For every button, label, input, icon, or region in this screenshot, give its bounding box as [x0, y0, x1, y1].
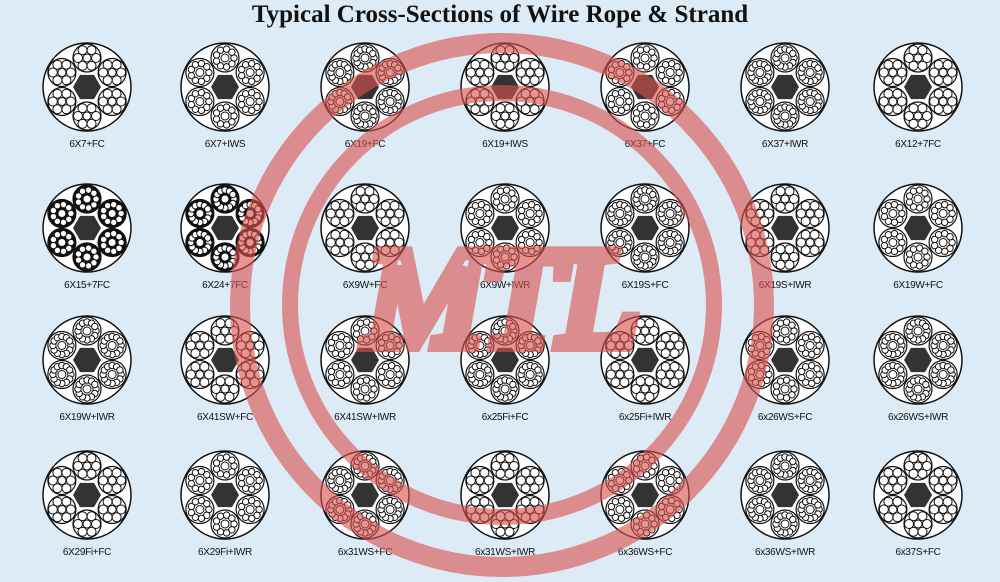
rope-cross-section: 6x26WS+IWR [848, 314, 988, 423]
rope-cross-section: 6X19S+IWR [715, 182, 855, 291]
rope-cross-section: 6x31WS+FC [295, 449, 435, 558]
rope-label: 6x36WS+IWR [754, 547, 816, 558]
rope-cross-section: 6X29Fi+FC [17, 449, 157, 558]
rope-cross-section: 6X24+7FC [155, 182, 295, 291]
rope-cross-section: 6x25Fi+FC [435, 314, 575, 423]
rope-cross-section: 6X19W+IWR [17, 314, 157, 423]
rope-label: 6x26WS+FC [757, 412, 813, 423]
rope-cross-section: 6x36WS+IWR [715, 449, 855, 558]
rope-diagram [460, 315, 550, 405]
rope-cross-section: 6X41SW+IWR [295, 314, 435, 423]
rope-diagram [180, 315, 270, 405]
rope-diagram [42, 42, 132, 132]
rope-diagram [180, 183, 270, 273]
rope-label: 6X19W+IWR [59, 412, 115, 423]
rope-diagram [740, 450, 830, 540]
rope-diagram [320, 42, 410, 132]
rope-label: 6X12+7FC [895, 139, 941, 150]
rope-diagram [873, 450, 963, 540]
rope-label: 6X19+IWS [482, 139, 528, 150]
rope-cross-section: 6X9W+FC [295, 182, 435, 291]
rope-label: 6X41SW+IWR [334, 412, 396, 423]
rope-diagram [873, 315, 963, 405]
rope-label: 6x37S+FC [895, 547, 941, 558]
rope-diagram [42, 450, 132, 540]
rope-label: 6X9W+FC [342, 280, 388, 291]
rope-diagram [600, 315, 690, 405]
rope-diagram [600, 42, 690, 132]
rope-diagram [600, 450, 690, 540]
rope-cross-section: 6X15+7FC [17, 182, 157, 291]
rope-cross-section: 6x37S+FC [848, 449, 988, 558]
rope-label: 6X19W+FC [893, 280, 943, 291]
rope-diagram [320, 183, 410, 273]
rope-cross-section: 6x25Fi+IWR [575, 314, 715, 423]
rope-diagram [42, 315, 132, 405]
rope-cross-section: 6X12+7FC [848, 41, 988, 150]
rope-diagram [460, 450, 550, 540]
rope-diagram [460, 183, 550, 273]
rope-cross-section: 6X37+FC [575, 41, 715, 150]
page-title: Typical Cross-Sections of Wire Rope & St… [251, 1, 749, 28]
rope-diagram [460, 42, 550, 132]
rope-cross-section: 6x26WS+FC [715, 314, 855, 423]
rope-label: 6X24+7FC [202, 280, 248, 291]
rope-cross-section: 6X7+FC [17, 41, 157, 150]
rope-cross-section: 6X19+FC [295, 41, 435, 150]
rope-diagram [740, 315, 830, 405]
rope-cross-section: 6X19+IWS [435, 41, 575, 150]
rope-cross-section: 6X41SW+FC [155, 314, 295, 423]
rope-cross-section: 6X29Fi+IWR [155, 449, 295, 558]
rope-cross-section: 6x31WS+IWR [435, 449, 575, 558]
rope-diagram [320, 450, 410, 540]
rope-diagram [873, 183, 963, 273]
rope-cross-section: 6X19S+FC [575, 182, 715, 291]
rope-label: 6x25Fi+IWR [618, 412, 672, 423]
rope-label: 6X41SW+FC [197, 412, 253, 423]
rope-cross-section: 6X7+IWS [155, 41, 295, 150]
rope-label: 6X19S+IWR [758, 280, 812, 291]
rope-label: 6X29Fi+IWR [198, 547, 252, 558]
rope-cross-section: 6X19W+FC [848, 182, 988, 291]
rope-label: 6X7+IWS [204, 139, 246, 150]
rope-label: 6x25Fi+FC [481, 412, 529, 423]
rope-diagram [600, 183, 690, 273]
rope-cross-section: 6x36WS+FC [575, 449, 715, 558]
rope-diagram [180, 42, 270, 132]
rope-label: 6X19+FC [344, 139, 386, 150]
rope-label: 6x31WS+IWR [474, 547, 536, 558]
rope-diagram [180, 450, 270, 540]
rope-label: 6X19S+FC [621, 280, 669, 291]
rope-cross-section: 6X37+IWR [715, 41, 855, 150]
rope-label: 6X29Fi+FC [62, 547, 112, 558]
rope-label: 6x36WS+FC [617, 547, 673, 558]
rope-label: 6X15+7FC [64, 280, 110, 291]
rope-label: 6X37+IWR [761, 139, 809, 150]
rope-diagram [740, 183, 830, 273]
rope-diagram [320, 315, 410, 405]
rope-label: 6x26WS+IWR [887, 412, 949, 423]
rope-label: 6X7+FC [69, 139, 105, 150]
rope-cross-section: 6X9W+IWR [435, 182, 575, 291]
rope-label: 6x31WS+FC [337, 547, 393, 558]
rope-label: 6X37+FC [624, 139, 666, 150]
rope-diagram [740, 42, 830, 132]
rope-diagram [873, 42, 963, 132]
rope-label: 6X9W+IWR [479, 280, 531, 291]
rope-diagram [42, 183, 132, 273]
